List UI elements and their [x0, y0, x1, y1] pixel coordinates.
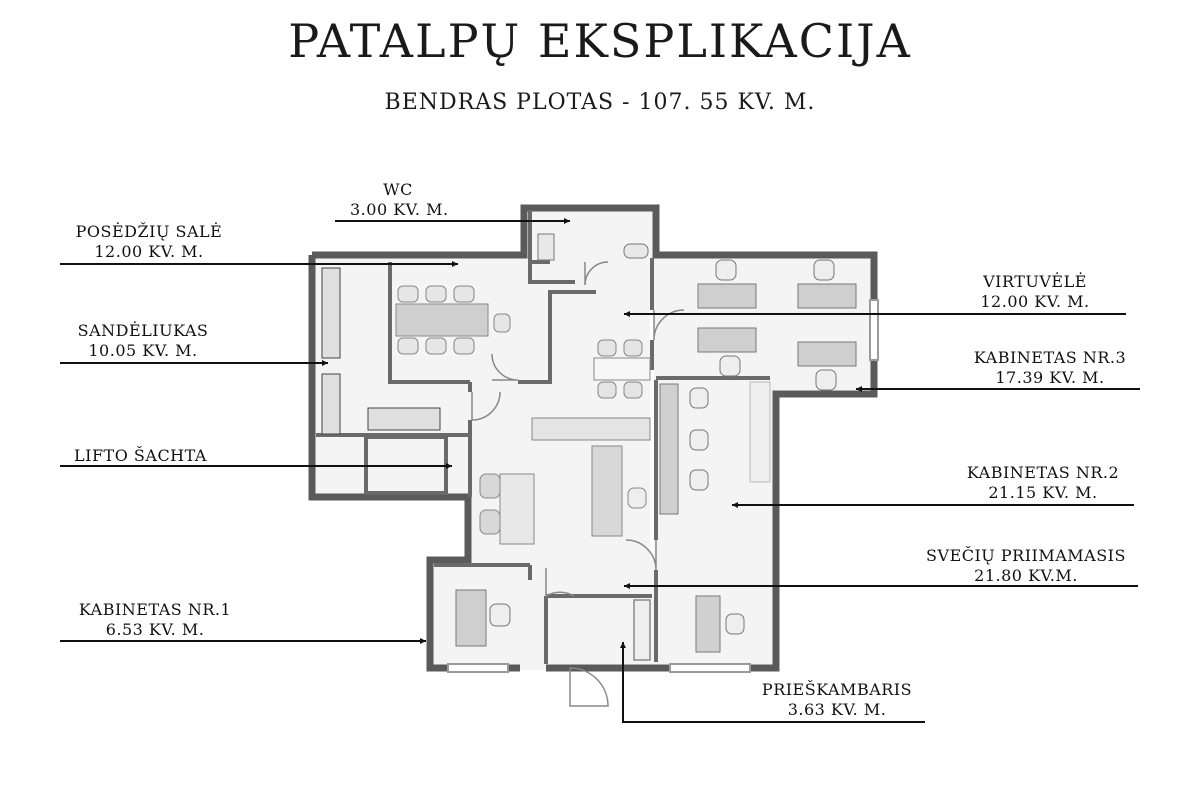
room-name: SVEČIŲ PRIIMAMASIS — [926, 546, 1126, 565]
room-name: VIRTUVĖLĖ — [983, 272, 1087, 291]
label-virtuvele: VIRTUVĖLĖ 12.00 KV. M. — [970, 272, 1100, 312]
room-name: KABINETAS NR.2 — [966, 463, 1120, 482]
label-kabinetas-2: KABINETAS NR.2 21.15 KV. M. — [950, 463, 1136, 503]
room-name: KABINETAS NR.1 — [78, 600, 232, 619]
room-area: 3.00 KV. M. — [350, 200, 449, 219]
office1-desk — [455, 589, 511, 647]
room-area: 6.53 KV. M. — [105, 620, 205, 639]
walls — [308, 204, 878, 672]
leader-lines — [60, 218, 1140, 723]
room-name: PRIEŠKAMBARIS — [761, 680, 913, 699]
room-area: 21.80 KV.M. — [974, 566, 1078, 585]
room-name: KABINETAS NR.3 — [973, 348, 1127, 367]
label-sveciu-priimamasis: SVEČIŲ PRIIMAMASIS 21.80 KV.M. — [916, 546, 1136, 586]
room-name: LIFTO ŠACHTA — [74, 446, 207, 465]
windows — [447, 299, 879, 673]
room-name: WC — [383, 180, 413, 199]
meeting-table — [395, 285, 511, 355]
total-area-subtitle: BENDRAS PLOTAS - 107. 55 KV. M. — [384, 90, 816, 115]
room-area: 17.39 KV. M. — [995, 368, 1105, 387]
room-area: 3.63 KV. M. — [787, 700, 887, 719]
label-kabinetas-3: KABINETAS NR.3 17.39 KV. M. — [960, 348, 1140, 388]
room-area: 12.00 KV. M. — [94, 242, 204, 261]
storage-shelves — [321, 267, 441, 435]
wc-fixtures — [537, 233, 649, 261]
inner-walls — [316, 210, 770, 664]
room-area: 10.05 KV. M. — [88, 341, 198, 360]
room-area: 12.00 KV. M. — [980, 292, 1090, 311]
label-sandeliukas: SANDĖLIUKAS 10.05 KV. M. — [60, 321, 226, 361]
room-area: 21.15 KV. M. — [988, 483, 1098, 502]
label-lifto-sachta: LIFTO ŠACHTA — [74, 446, 207, 466]
label-posedziu-sale: POSĖDŽIŲ SALĖ 12.00 KV. M. — [60, 222, 238, 262]
kitchen-furniture — [531, 339, 651, 441]
label-kabinetas-1: KABINETAS NR.1 6.53 KV. M. — [60, 600, 250, 640]
office3-desks — [697, 259, 857, 391]
reception-furniture — [479, 445, 647, 545]
page-title: PATALPŲ EKSPLIKACIJA — [288, 14, 912, 68]
label-prieskambaris: PRIEŠKAMBARIS 3.63 KV. M. — [758, 680, 916, 720]
office2-desks — [659, 381, 771, 653]
label-wc: WC 3.00 KV. M. — [350, 180, 449, 220]
room-name: SANDĖLIUKAS — [77, 321, 209, 340]
room-name: POSĖDŽIŲ SALĖ — [75, 222, 223, 241]
doors — [471, 261, 685, 707]
